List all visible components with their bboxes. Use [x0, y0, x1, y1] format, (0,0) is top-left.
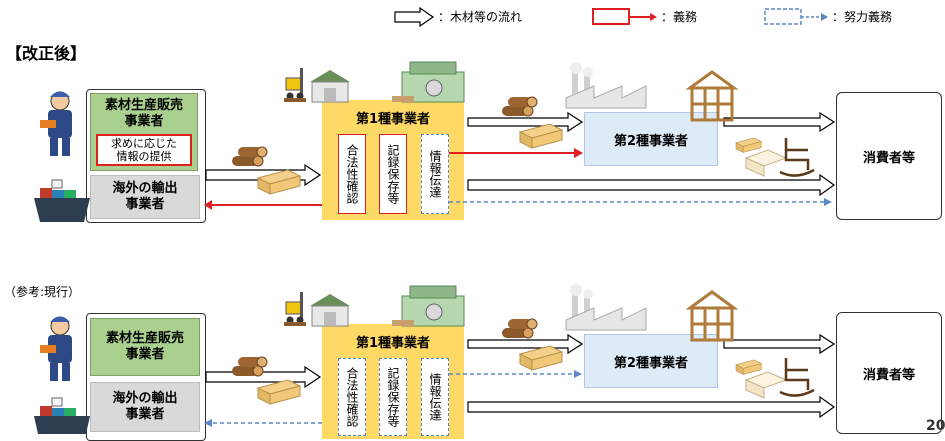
- after-title: 【改正後】: [6, 44, 87, 63]
- logs-icon: [231, 146, 268, 167]
- lumber-icon: [257, 169, 301, 195]
- current-legality-check: 合法性確認: [338, 358, 366, 436]
- factory-icon: [565, 284, 647, 331]
- current-flow-arrow-producer-to-first: [205, 365, 322, 389]
- logs-icon: [501, 96, 538, 117]
- current-flow-arrow-second-to-consumer: [723, 333, 836, 355]
- logs-icon: [501, 318, 538, 339]
- current-exporter-label: 海外の輸出事業者: [112, 391, 178, 422]
- after-legality-check: 合法性確認: [338, 134, 366, 214]
- after-record-keeping: 記録保存等: [379, 134, 407, 214]
- factory-icon: [565, 62, 647, 109]
- after-flow-arrow-second-to-consumer: [723, 111, 836, 133]
- house-frame-icon: [685, 290, 739, 342]
- legend-flow-label: ：木材等の流れ: [438, 10, 523, 24]
- current-consumer-label: 消費者等: [862, 367, 915, 383]
- cargo-ship-icon: [34, 397, 90, 434]
- current-exporter-box: 海外の輸出事業者: [90, 382, 200, 432]
- page-number: 20: [926, 418, 945, 434]
- legend-effort-box: [764, 8, 802, 25]
- after-consumer-box: 消費者等: [836, 92, 942, 220]
- legend-duty-box: [592, 8, 630, 25]
- current-producer-label: 素材生産販売事業者: [105, 331, 184, 362]
- after-first-class-label: 第1種事業者: [355, 112, 431, 127]
- after-flow-arrow-first-to-second: [467, 111, 584, 133]
- legend-effort-label: ：努力義務: [832, 10, 893, 24]
- sawmill-machine-icon: [392, 61, 465, 103]
- current-info-transfer: 情報伝達: [421, 358, 449, 436]
- after-consumer-label: 消費者等: [862, 150, 915, 166]
- warehouse-icon: [310, 70, 350, 103]
- lumber-icon: [519, 345, 563, 371]
- current-title: （参考:現行）: [4, 285, 81, 299]
- lumber-icon: [519, 123, 563, 149]
- lumber-icon: [257, 379, 301, 405]
- current-second-class-label: 第2種事業者: [613, 355, 689, 371]
- legend-duty-label: ：義務: [661, 10, 698, 24]
- rocking-chair-icon: [779, 138, 815, 177]
- after-producer-note-box: 求めに応じた情報の提供: [96, 134, 192, 166]
- worker-icon: [40, 316, 72, 381]
- after-exporter-box: 海外の輸出事業者: [90, 175, 200, 219]
- after-info-transfer: 情報伝達: [421, 134, 449, 214]
- current-consumer-box: 消費者等: [836, 312, 942, 434]
- current-flow-arrow-first-to-consumer: [467, 395, 836, 419]
- legend-symbols: [394, 6, 828, 28]
- sawmill-machine-icon: [392, 285, 465, 327]
- current-first-class-label: 第1種事業者: [355, 336, 431, 351]
- lumber-icon: [735, 359, 762, 375]
- legend-flow-arrow: [394, 6, 435, 28]
- after-producer-label: 素材生産販売事業者: [104, 98, 183, 129]
- warehouse-icon: [310, 294, 350, 327]
- current-flow-arrow-first-to-second: [467, 333, 584, 355]
- after-second-class-box: 第2種事業者: [584, 112, 718, 166]
- after-exporter-label: 海外の輸出事業者: [112, 181, 178, 212]
- after-flow-arrow-producer-to-first: [205, 163, 322, 187]
- cargo-ship-icon: [34, 179, 90, 222]
- current-second-class-box: 第2種事業者: [584, 334, 718, 388]
- plywood-icon: [744, 149, 788, 177]
- rocking-chair-icon: [779, 358, 815, 397]
- forklift-icon: [284, 68, 306, 102]
- after-producer-note: 求めに応じた情報の提供: [111, 137, 177, 163]
- current-record-keeping: 記録保存等: [379, 358, 407, 436]
- current-producer-box: 素材生産販売事業者: [90, 318, 200, 376]
- worker-icon: [40, 91, 72, 156]
- forklift-icon: [284, 292, 306, 326]
- logs-icon: [231, 356, 268, 377]
- after-second-class-label: 第2種事業者: [613, 133, 689, 149]
- lumber-icon: [735, 137, 762, 153]
- after-flow-arrow-first-to-consumer: [467, 173, 836, 197]
- plywood-icon: [744, 371, 788, 399]
